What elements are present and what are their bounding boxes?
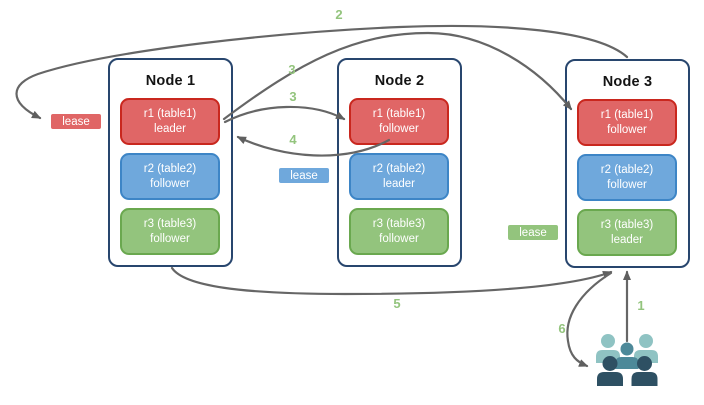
replica-role: leader <box>154 122 186 135</box>
step-label-3a: 3 <box>288 62 296 77</box>
lease-badge-r2: lease <box>277 166 331 185</box>
node3-replica-r3: r3 (table3) leader <box>577 209 677 256</box>
replica-name: r2 (table2) <box>372 162 426 175</box>
step-label-6: 6 <box>558 321 566 336</box>
replica-name: r3 (table3) <box>143 217 197 230</box>
replica-role: leader <box>383 177 415 190</box>
node1-replica-r3: r3 (table3) follower <box>120 208 220 255</box>
replica-role: follower <box>379 232 419 245</box>
lease-badge-r3: lease <box>506 223 560 242</box>
node3-replica-r2: r2 (table2) follower <box>577 154 677 201</box>
lease-badge-r1: lease <box>49 112 103 131</box>
step-label-5: 5 <box>393 296 401 311</box>
replica-role: follower <box>379 122 419 135</box>
replica-role: follower <box>607 123 647 136</box>
node1-replica-r2: r2 (table2) follower <box>120 153 220 200</box>
replica-role: leader <box>611 233 643 246</box>
replica-role: follower <box>150 232 190 245</box>
users-middle <box>615 342 639 369</box>
node2-replica-r3: r3 (table3) follower <box>349 208 449 255</box>
step-label-3b: 3 <box>289 89 297 104</box>
replica-name: r3 (table3) <box>372 217 426 230</box>
replica-name: r3 (table3) <box>600 218 654 231</box>
step-label-1: 1 <box>637 298 645 313</box>
step-label-2: 2 <box>335 7 343 22</box>
replica-name: r2 (table2) <box>600 163 654 176</box>
replica-role: follower <box>607 178 647 191</box>
replica-name: r2 (table2) <box>143 162 197 175</box>
node2-replica-r2: r2 (table2) leader <box>349 153 449 200</box>
replica-role: follower <box>150 177 190 190</box>
step-label-4: 4 <box>289 132 297 147</box>
